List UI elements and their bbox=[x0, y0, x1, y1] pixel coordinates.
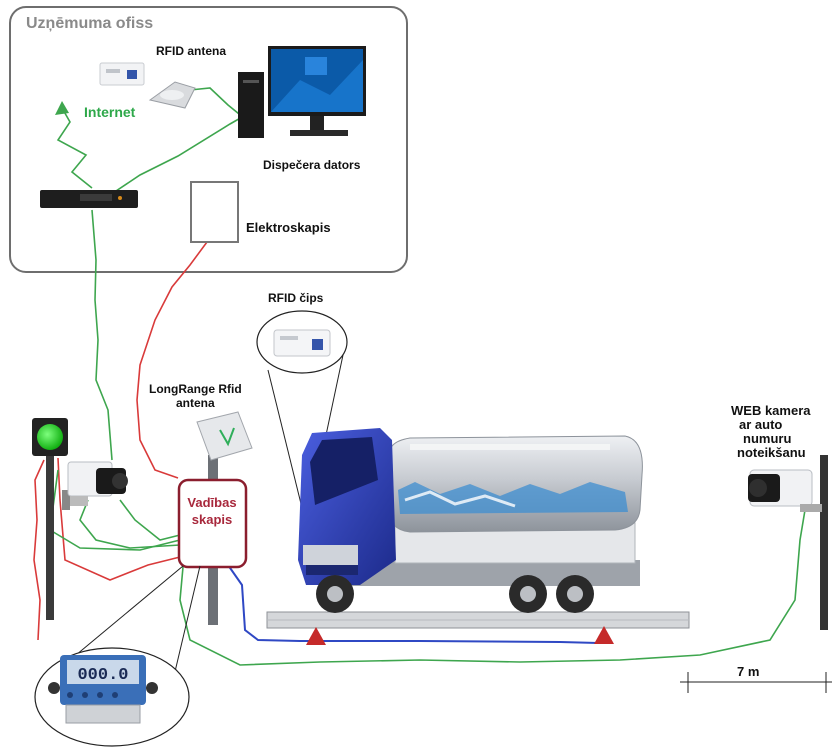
webcam-pole bbox=[820, 455, 828, 630]
power-cable-light-to-cabinet bbox=[57, 457, 181, 581]
weighing-indicator-icon bbox=[48, 655, 158, 724]
control-cabinet bbox=[177, 478, 248, 569]
electrical-cabinet-icon bbox=[190, 181, 239, 243]
power-cable-office bbox=[136, 241, 208, 479]
rfid-chip-callout-line bbox=[267, 369, 306, 521]
router-icon bbox=[40, 190, 138, 208]
longrange-antenna-label-line1: LongRange Rfid bbox=[149, 382, 242, 396]
office-title: Uzņēmuma ofiss bbox=[26, 15, 154, 32]
webcam-label: WEB kamera ar auto numuru noteikšanu bbox=[731, 404, 810, 460]
sensor-cable bbox=[227, 564, 599, 644]
rfid-reader-icon bbox=[148, 81, 196, 109]
traffic-light-green-lamp bbox=[37, 424, 63, 450]
load-cell-right-icon bbox=[594, 626, 614, 644]
webcam-label-line2: ar auto bbox=[739, 417, 783, 432]
office-boundary bbox=[9, 6, 408, 273]
tanker-truck-icon bbox=[298, 428, 643, 613]
dispatcher-monitor-icon bbox=[268, 46, 366, 136]
control-cabinet-label-line1: Vadības bbox=[187, 495, 237, 510]
data-cable-cabinet-to-webcam bbox=[179, 509, 806, 666]
indicator-callout-line bbox=[69, 565, 184, 661]
control-cabinet-label-line2: skapis bbox=[191, 512, 233, 527]
internet-label: Internet bbox=[84, 104, 136, 120]
control-cabinet-label: Vadības skapis bbox=[181, 494, 243, 528]
rfid-card-icon bbox=[99, 62, 145, 86]
entrance-camera-icon bbox=[62, 461, 128, 510]
distance-label: 7 m bbox=[737, 664, 760, 679]
power-cable-traffic-light bbox=[33, 459, 45, 641]
data-cable-camera-to-cabinet bbox=[79, 499, 181, 549]
webcam-label-line3: numuru bbox=[743, 431, 792, 446]
data-cable-camera2 bbox=[119, 499, 181, 541]
webcam-label-line1: WEB kamera bbox=[731, 403, 811, 418]
electrical-cabinet-label: Elektroskapis bbox=[246, 220, 331, 235]
longrange-rfid-antenna-icon bbox=[196, 411, 253, 461]
data-cable-router-down bbox=[91, 209, 113, 461]
web-camera-icon bbox=[748, 469, 822, 512]
rfid-chip-label: RFID čips bbox=[268, 291, 324, 305]
rfid-antenna-label: RFID antena bbox=[156, 44, 227, 58]
indicator-display-value: 000.0 bbox=[77, 666, 128, 685]
webcam-label-line4: noteikšanu bbox=[737, 445, 806, 460]
load-cell-left-icon bbox=[306, 627, 326, 645]
traffic-light-pole bbox=[46, 455, 54, 620]
longrange-antenna-label-line2: antena bbox=[175, 396, 215, 410]
internet-link bbox=[56, 107, 93, 189]
data-cable-reader-to-pc bbox=[189, 87, 245, 119]
internet-arrow-icon bbox=[55, 101, 69, 115]
rfid-chip-card-icon bbox=[273, 329, 331, 357]
longrange-antenna-label: LongRange Rfid antena bbox=[149, 382, 242, 410]
dispatcher-pc-label: Dispečera dators bbox=[263, 158, 361, 172]
